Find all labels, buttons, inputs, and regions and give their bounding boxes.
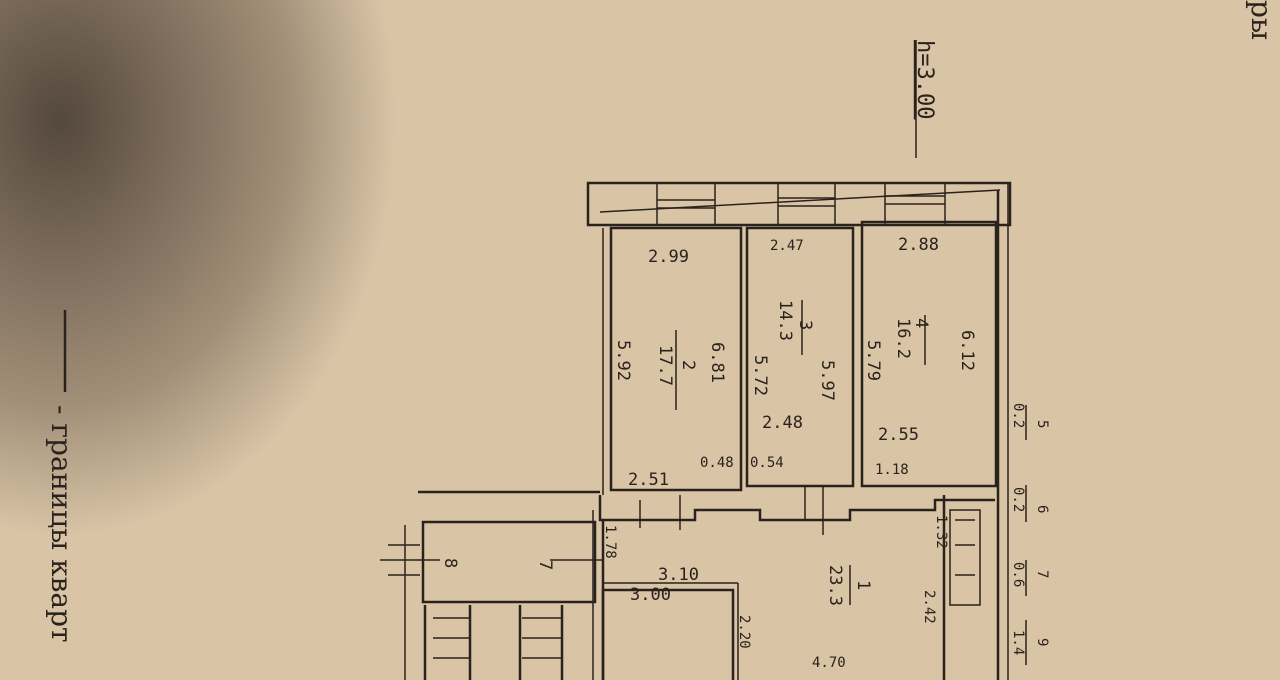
- fraction-6-area: 0.2: [1010, 487, 1026, 512]
- fraction-5-number: 5: [1034, 420, 1050, 428]
- room-2-number: 2: [678, 360, 698, 370]
- room-1-dim-f: 2.42: [921, 590, 937, 624]
- walls: [380, 181, 1012, 680]
- room-4-dim-left: 5.79: [863, 340, 883, 381]
- fraction-6-number: 6: [1034, 505, 1050, 513]
- room-3-number: 3: [795, 320, 815, 330]
- room-2-dim-bottom: 2.51: [628, 470, 669, 490]
- room-3-dim-bottom: 2.48: [762, 413, 803, 433]
- room-4-dim-top: 2.88: [898, 235, 939, 255]
- room-2-dim-door: 0.48: [700, 455, 734, 471]
- stair-label-8: 8: [440, 558, 460, 568]
- fraction-5-area: 0.2: [1010, 403, 1026, 428]
- room-4-dim-bottom: 2.55: [878, 425, 919, 445]
- room-3-dim-right: 5.97: [817, 360, 837, 401]
- room-1-number: 1: [853, 580, 873, 590]
- stair-label-7: 7: [535, 560, 555, 570]
- room-4-dim-right: 6.12: [957, 330, 977, 371]
- room-1-dim-d: 2.20: [736, 615, 752, 649]
- room-2-dim-top: 2.99: [648, 247, 689, 267]
- room-4-area: 16.2: [893, 318, 913, 359]
- side-fractions: 5 0.2 6 0.2 7 0.6 9 1.4: [1010, 403, 1050, 665]
- fraction-9-area: 1.4: [1010, 630, 1026, 655]
- room-3-dim-door: 0.54: [750, 455, 784, 471]
- legend-text: - границы кварт: [45, 405, 78, 643]
- room-1-dim-a: 1.78: [602, 525, 618, 559]
- room-3-dim-left: 5.72: [750, 355, 770, 396]
- room-4-dim-door: 1.18: [875, 462, 909, 478]
- room-2-area: 17.7: [655, 345, 675, 386]
- room-1-dim-c: 3.00: [630, 585, 671, 605]
- corner-text: ры: [1245, 0, 1278, 40]
- room-2-dim-right: 6.81: [707, 342, 727, 383]
- room-1-dim-e: 1.32: [933, 515, 949, 549]
- room-1-area: 23.3: [825, 565, 845, 606]
- room-1-dim-g: 4.70: [812, 655, 846, 671]
- room-4-number: 4: [911, 318, 931, 328]
- fraction-9-number: 9: [1034, 638, 1050, 646]
- room-3-area: 14.3: [775, 300, 795, 341]
- fraction-7-area: 0.6: [1010, 562, 1026, 587]
- fraction-7-number: 7: [1034, 570, 1050, 578]
- room-1-dim-b: 3.10: [658, 565, 699, 585]
- room-2-dim-left: 5.92: [613, 340, 633, 381]
- room-3-dim-top: 2.47: [770, 238, 804, 254]
